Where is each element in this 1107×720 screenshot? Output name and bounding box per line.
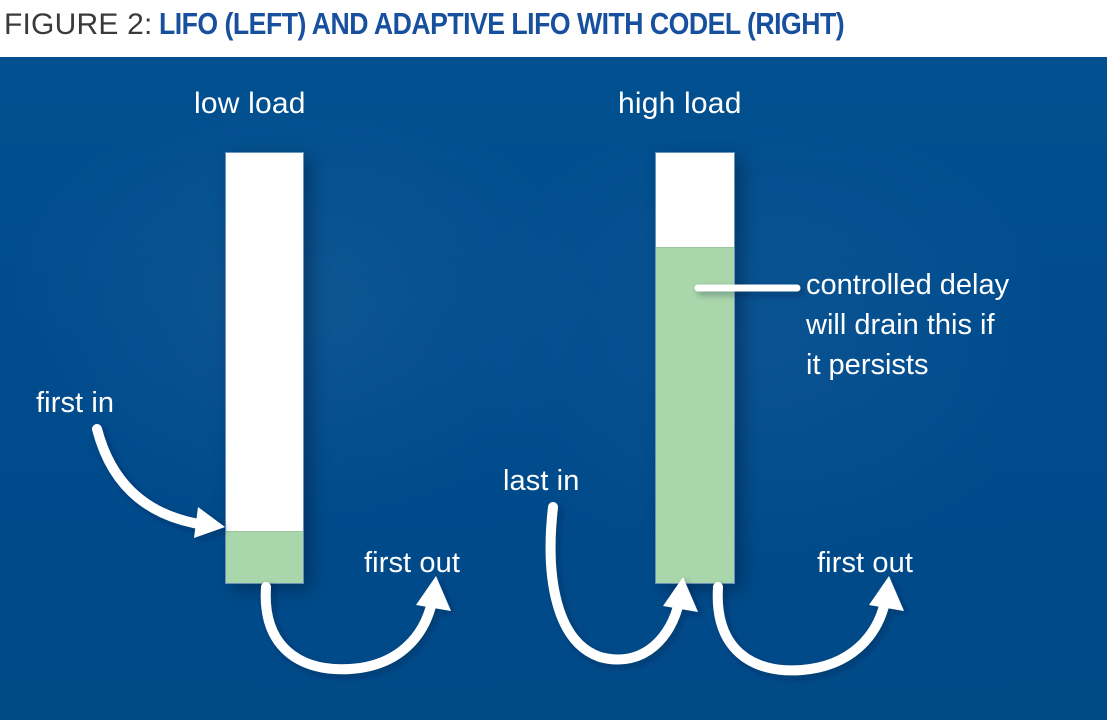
queue-empty-segment-low-load <box>226 153 303 531</box>
controlled-delay-callout: controlled delay will drain this if it p… <box>806 265 1096 385</box>
label-last-in: last in <box>503 465 580 497</box>
label-first-in: first in <box>36 387 115 419</box>
callout-line-3: it persists <box>806 349 929 381</box>
queue-fill-segment-low-load <box>226 530 303 583</box>
figure-number-label: FIGURE 2: <box>4 8 153 41</box>
queue-empty-segment-high-load <box>656 153 734 248</box>
arrow-first-out-left-curve <box>260 582 437 675</box>
high-load-heading: high load <box>618 87 742 120</box>
arrow-first-in-curve <box>92 424 210 530</box>
queue-bar-high-load <box>655 152 735 584</box>
queue-fill-segment-high-load <box>656 247 734 583</box>
label-first-out-high-load: first out <box>817 547 913 579</box>
arrow-first-out-right-head <box>869 576 904 611</box>
diagram-panel: low load high load first in first out la… <box>0 57 1107 720</box>
low-load-heading: low load <box>194 87 306 120</box>
callout-line-2: will drain this if <box>806 309 995 341</box>
arrow-first-out-left-head <box>416 576 451 611</box>
arrow-first-out-right-curve <box>712 582 890 676</box>
figure-title: LIFO (LEFT) AND ADAPTIVE LIFO WITH CODEL… <box>158 6 845 41</box>
callout-line-1: controlled delay <box>806 269 1010 301</box>
arrow-overlay <box>92 284 904 676</box>
arrow-first-in-head <box>194 507 225 538</box>
queue-bar-low-load <box>225 152 304 584</box>
figure-caption: FIGURE 2:LIFO (LEFT) AND ADAPTIVE LIFO W… <box>4 4 1104 50</box>
label-first-out-low-load: first out <box>364 547 460 579</box>
